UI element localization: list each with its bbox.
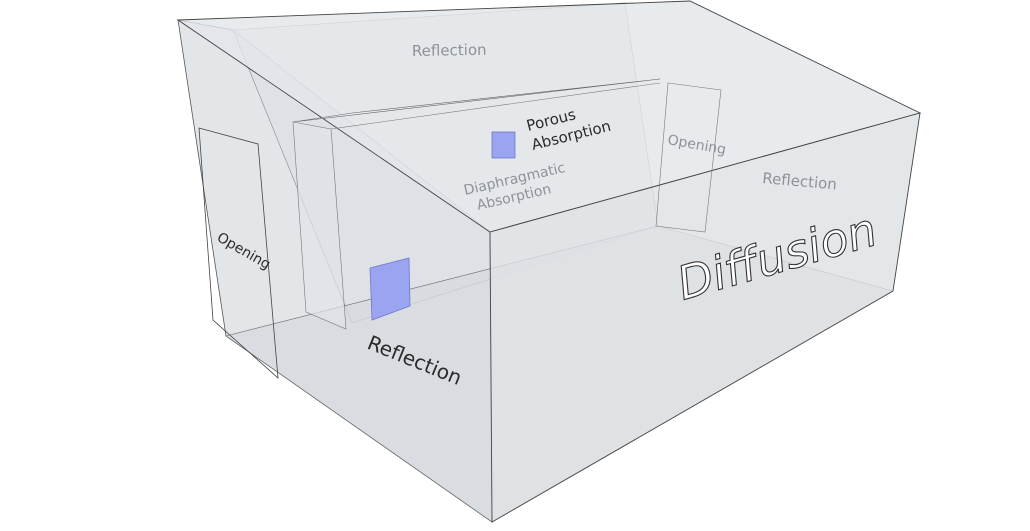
diaphragm-box-side <box>292 121 347 330</box>
diaphragmatic-absorber-panel <box>369 257 411 321</box>
back-opening-frame <box>655 82 722 233</box>
diaphragm-box-front-edge <box>330 82 661 130</box>
porous-absorber-panel <box>491 131 516 159</box>
right-wall <box>489 112 921 523</box>
ceiling-reflection-label: Reflection <box>412 41 487 60</box>
left-opening-frame <box>198 127 279 379</box>
diaphragm-box-top <box>292 78 661 123</box>
